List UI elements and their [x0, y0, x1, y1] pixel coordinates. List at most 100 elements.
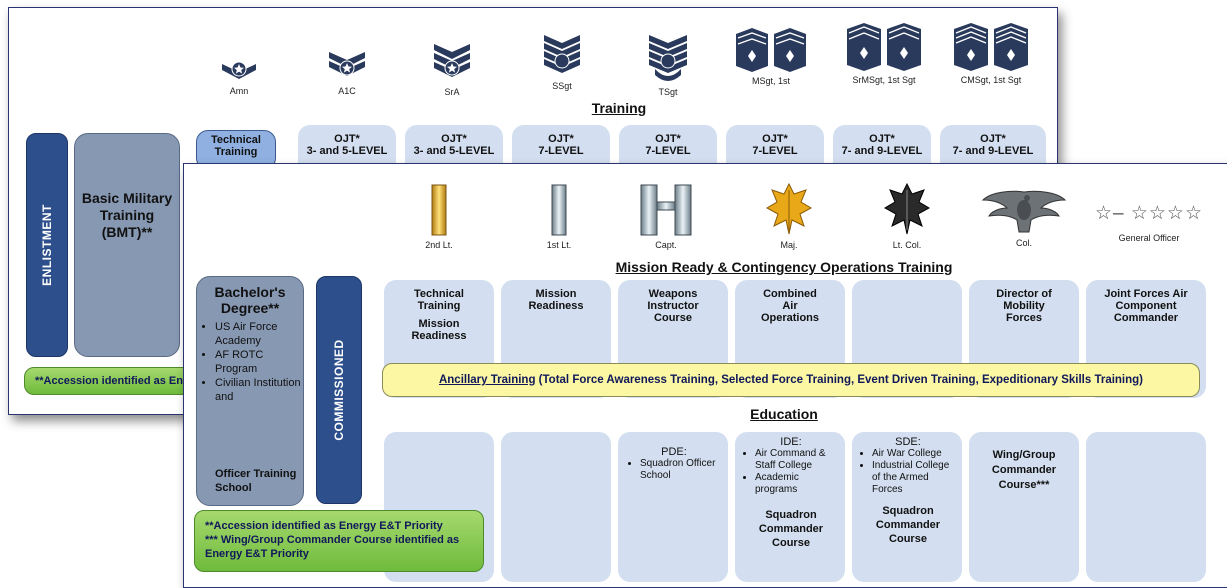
silver-bar-icon [551, 184, 567, 236]
box-line: Instructor [647, 300, 699, 312]
gold-bar-icon [431, 184, 447, 236]
mission-ready-title: Mission Ready & Contingency Operations T… [615, 259, 953, 275]
silver-oak-leaf-icon [884, 182, 930, 235]
box-line: OJT* [655, 133, 681, 145]
list-item: Civilian Institution and [215, 376, 301, 404]
rank-smsgt: SrMSgt, 1st Sgt [839, 21, 929, 85]
note-line: *** Wing/Group Commander Course identifi… [205, 534, 460, 560]
box-line: Joint Forces Air [1104, 288, 1188, 300]
box-line: Commander [1113, 312, 1179, 324]
rank-label: SrA [444, 87, 460, 97]
pde-head: PDE: [661, 446, 687, 458]
rank-tsgt: TSgt [643, 33, 693, 97]
wing-group-box: Wing/Group Commander Course*** [969, 432, 1079, 582]
box-line: Training [214, 146, 258, 158]
rank-label: MSgt, 1st [751, 76, 790, 86]
list-item: Academic programs [755, 472, 841, 496]
rank-2nd-lt: 2nd Lt. [409, 184, 469, 250]
chevron-7-icon [847, 23, 921, 71]
rank-sra: SrA [427, 41, 477, 97]
ide-foot: Squadron Commander Course [758, 509, 824, 549]
stars-icon: ☆– ☆☆☆☆ [1094, 203, 1203, 224]
officer-note: **Accession identified as Energy E&T Pri… [194, 510, 484, 572]
rank-label: General Officer [1118, 233, 1180, 243]
rank-label: Lt. Col. [892, 240, 922, 250]
rank-amn: Amn [214, 56, 264, 96]
note-line: **Accession identified as Energy E&T Pri… [205, 520, 443, 532]
box-line: 3- and 5-LEVEL [306, 145, 388, 157]
ancillary-training-bar: Ancillary Training (Total Force Awarenes… [382, 363, 1200, 397]
rank-label: CMSgt, 1st Sgt [960, 75, 1022, 85]
enlistment-label: ENLISTMENT [40, 204, 54, 286]
box-line: Director of [996, 288, 1052, 300]
ide-box: IDE: Air Command & Staff College Academi… [735, 432, 845, 582]
list-item: US Air Force Academy [215, 320, 301, 348]
sde-list: Air War College Industrial College of th… [858, 448, 958, 496]
rank-label: Amn [229, 86, 249, 96]
sde-head: SDE: [895, 436, 921, 448]
box-line: OJT* [980, 133, 1006, 145]
gold-oak-leaf-icon [766, 182, 812, 235]
box-line: Readiness [411, 330, 467, 342]
list-item: Industrial College of the Armed Forces [872, 460, 958, 496]
rank-label: A1C [338, 86, 356, 96]
rank-label: 2nd Lt. [425, 240, 453, 250]
box-line: 7-LEVEL [538, 145, 584, 157]
education-title: Education [750, 406, 818, 422]
rank-a1c: A1C [322, 48, 372, 96]
chevron-2-icon [329, 52, 365, 76]
rank-maj: Maj. [759, 182, 819, 250]
rank-col: Col. [979, 186, 1069, 248]
education-box-empty [501, 432, 611, 582]
bmt-box: Basic Military Training (BMT)** [74, 133, 180, 357]
box-line: Mission [418, 318, 460, 330]
chevron-6-icon [736, 28, 806, 72]
ancillary-head: Ancillary Training [438, 374, 536, 386]
box-line: Operations [760, 312, 820, 324]
chevron-1-icon [222, 61, 256, 79]
box-line: 7-LEVEL [645, 145, 691, 157]
box-line: Air [782, 300, 798, 312]
rank-msgt: MSgt, 1st [731, 26, 811, 86]
box-line: 7-LEVEL [752, 145, 798, 157]
box-line: Technical [211, 134, 261, 146]
pde-list: Squadron Officer School [626, 458, 722, 482]
box-line: OJT* [869, 133, 895, 145]
rank-label: 1st Lt. [546, 240, 572, 250]
box-line: Component [1115, 300, 1177, 312]
bachelors-degree-title: Bachelor's Degree** [214, 284, 286, 316]
rank-lt-col: Lt. Col. [872, 182, 942, 250]
box-line: Weapons [648, 288, 698, 300]
box-line: Technical [414, 288, 464, 300]
rank-1st-lt: 1st Lt. [529, 184, 589, 250]
box-line: Mission [535, 288, 577, 300]
double-silver-bar-icon [640, 184, 692, 236]
wing-group-label: Wing/Group Commander Course*** [991, 449, 1057, 491]
enlistment-bar: ENLISTMENT [26, 133, 68, 357]
ide-head: IDE: [780, 436, 802, 448]
rank-label: SSgt [552, 81, 572, 91]
box-line: 7- and 9-LEVEL [841, 145, 923, 157]
rank-cmsgt: CMSgt, 1st Sgt [946, 21, 1036, 85]
box-line: Training [417, 300, 461, 312]
list-item: Air War College [872, 448, 958, 460]
list-item: Air Command & Staff College [755, 448, 841, 472]
chevron-5-icon [649, 35, 687, 81]
commissioned-bar: COMMISSIONED [316, 276, 362, 504]
sde-box: SDE: Air War College Industrial College … [852, 432, 962, 582]
rank-label: SrMSgt, 1st Sgt [852, 75, 916, 85]
rank-ssgt: SSgt [537, 33, 587, 91]
box-line: OJT* [762, 133, 788, 145]
box-line: Forces [1005, 312, 1043, 324]
box-line: OJT* [548, 133, 574, 145]
bachelors-degree-box: Bachelor's Degree** US Air Force Academy… [196, 276, 304, 506]
box-line: 7- and 9-LEVEL [952, 145, 1034, 157]
rank-label: Col. [1015, 238, 1032, 248]
commissioned-label: COMMISSIONED [332, 339, 346, 441]
box-line: Combined [763, 288, 817, 300]
ide-list: Air Command & Staff College Academic pro… [741, 448, 841, 496]
eagle-icon [981, 190, 1067, 233]
list-item: AF ROTC Program [215, 348, 301, 376]
pde-box: PDE: Squadron Officer School [618, 432, 728, 582]
rank-label: TSgt [658, 87, 678, 97]
